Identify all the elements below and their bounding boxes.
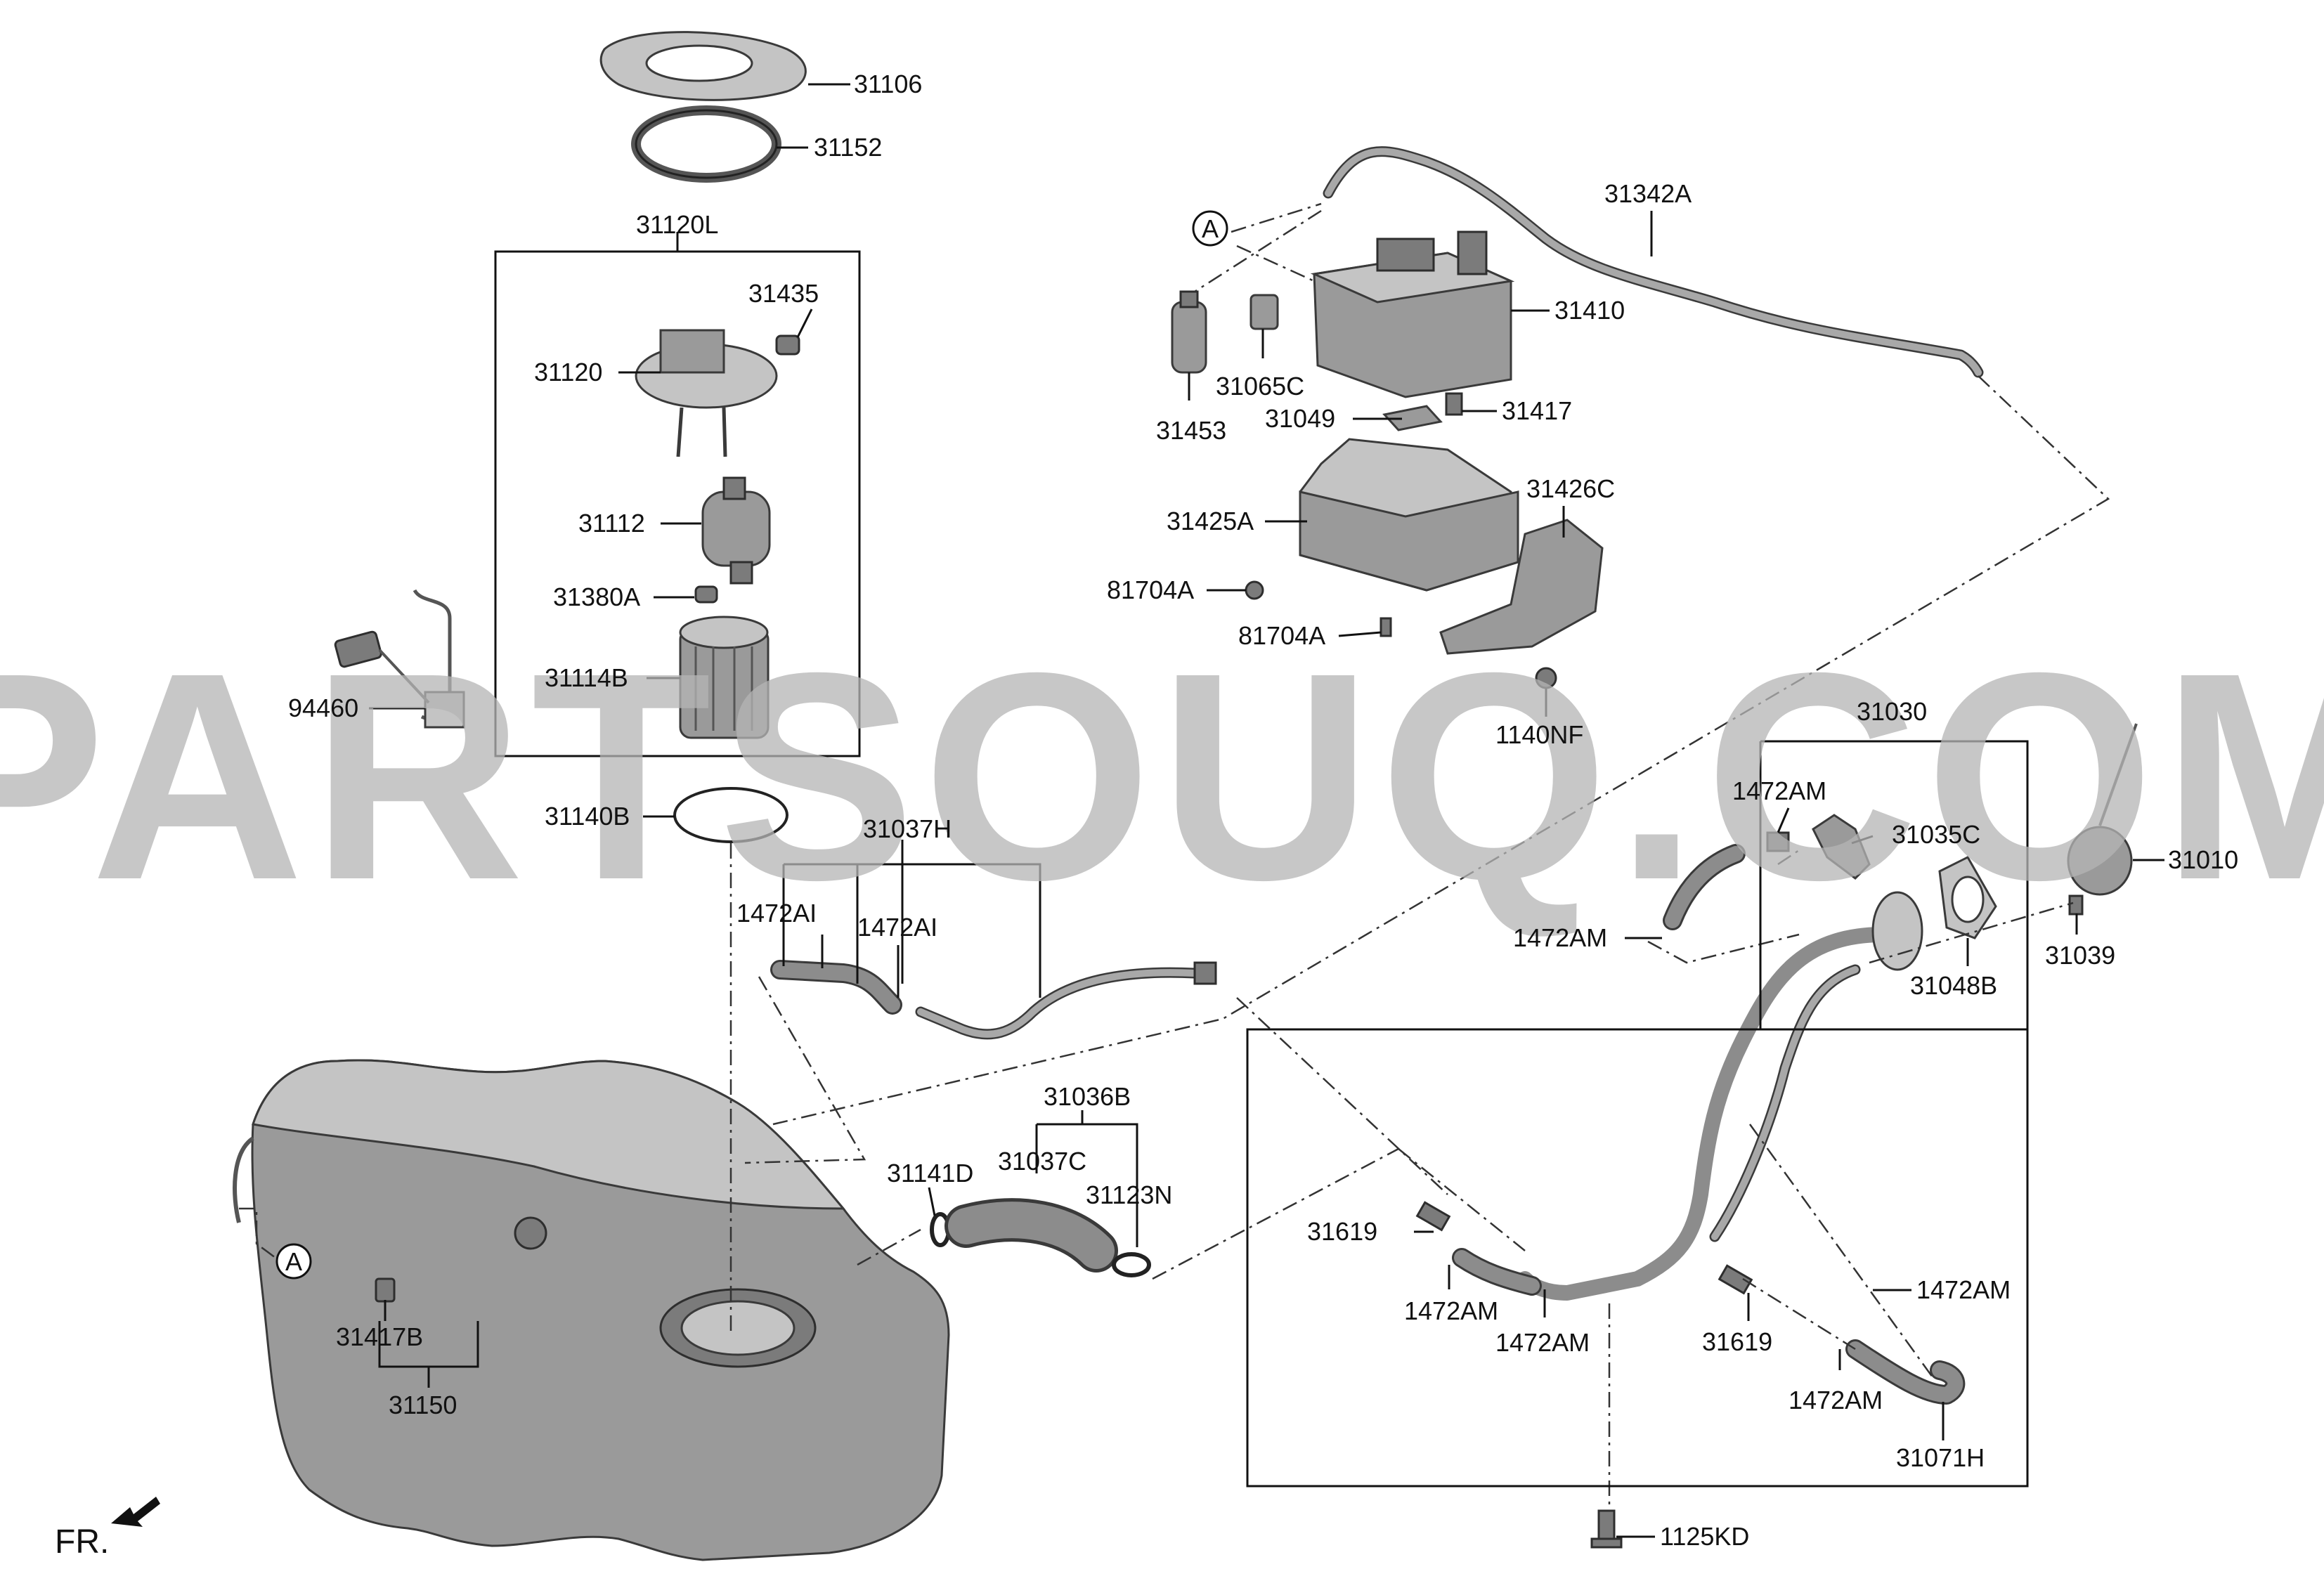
label-31039: 31039 [2045,941,2115,970]
label-31037C: 31037C [998,1147,1086,1176]
leader-lines [369,83,2164,1538]
label-31435: 31435 [748,279,819,308]
label-31417B: 31417B [336,1322,423,1351]
part-31030-filler-neck [1517,891,1923,1301]
label-31453: 31453 [1156,416,1226,445]
label-81704A-a: 81704A [1107,575,1194,604]
part-31037H-vapor-hose [770,960,1217,1040]
label-31140B: 31140B [545,802,630,831]
part-1140NF-bolt [1535,667,1557,689]
part-31049-pad [1382,405,1443,431]
part-31453-filter [1171,290,1207,374]
part-31150-fuel-tank [233,1059,950,1561]
label-1472AM-e: 1472AM [1916,1275,2011,1304]
part-31140B-o-ring [673,787,788,843]
part-31342A-vent-pipe [1323,146,1984,378]
label-31150: 31150 [389,1391,457,1419]
part-31120-pump-flange [635,329,778,457]
label-31123N: 31123N [1086,1180,1172,1209]
label-31106: 31106 [854,70,922,98]
label-31065C: 31065C [1216,372,1304,401]
part-31410-canister [1310,230,1515,398]
part-1125KD-bolt [1590,1509,1623,1549]
part-31037C-filler-hose [944,1198,1118,1273]
label-31141D: 31141D [887,1159,973,1187]
label-31037H: 31037H [863,814,952,843]
part-31035C-bracket [1812,814,1871,880]
part-31435-fitting [775,334,800,356]
part-31071H-hose [1845,1339,1966,1405]
callout-a-bottom-label: A [285,1247,302,1276]
label-1472AM-d: 1472AM [1495,1328,1590,1357]
part-31380A-filter [694,585,718,604]
part-31619-hose-b [1718,1264,1753,1295]
label-81704A-b: 81704A [1238,621,1325,650]
label-31426C: 31426C [1526,474,1615,503]
part-81704A-clip-a [1245,580,1264,600]
watermark-text: PARTSOUQ.COM [0,612,2324,942]
part-1472AM-upper-hose [1663,831,1790,930]
label-1472AI-a: 1472AI [736,899,817,928]
label-1472AM-a: 1472AM [1732,776,1826,805]
label-1472AM-b: 1472AM [1513,923,1607,952]
label-31030: 31030 [1857,697,1927,726]
label-31410: 31410 [1554,296,1625,325]
label-31425A: 31425A [1167,507,1254,535]
label-31071H: 31071H [1896,1443,1985,1472]
label-1472AI-b: 1472AI [857,913,937,942]
part-31152-lock-ring [631,105,781,183]
label-31120L: 31120L [636,210,718,239]
label-1140NF: 1140NF [1495,720,1583,749]
label-31380A: 31380A [553,583,640,611]
assembly-boxes [378,232,2029,1488]
part-31417B-plug [375,1277,396,1303]
front-arrow-icon [111,1497,160,1527]
part-31112-fuel-pump [701,476,771,585]
callout-a-bottom: A [239,1207,312,1280]
label-31120: 31120 [534,358,602,386]
label-31417: 31417 [1502,396,1572,425]
part-lower-vent-hose [1452,1248,1542,1296]
label-31036B: 31036B [1044,1082,1131,1111]
label-31048B: 31048B [1910,971,1997,1000]
part-31426C-shield [1439,519,1604,655]
label-31114B: 31114B [545,663,628,692]
label-31035C: 31035C [1892,820,1980,849]
part-31123N-clamp [1112,1252,1151,1277]
part-31065C-valve [1249,294,1279,330]
part-31048B-gasket [1938,856,1997,939]
label-1125KD: 1125KD [1660,1522,1749,1551]
label-1472AM-c: 1472AM [1404,1296,1498,1325]
label-94460: 94460 [288,694,358,722]
front-label: FR. [55,1523,109,1561]
front-direction-marker: FR. [55,1497,160,1561]
part-31114B-reservoir [679,616,770,739]
part-31010-fuel-cap [2067,723,2138,896]
part-31106-gasket [599,31,807,101]
callout-a-top: A [1192,202,1322,247]
callout-a-top-label: A [1202,214,1219,243]
part-31425A-bracket [1299,438,1519,592]
label-31619-a: 31619 [1307,1217,1377,1246]
part-94460-sender-unit [334,589,465,729]
label-31112: 31112 [578,509,645,538]
label-31049: 31049 [1265,404,1335,433]
label-31010: 31010 [2168,845,2238,874]
assembly-lines [729,209,2110,1511]
label-31152: 31152 [814,133,882,162]
part-81704A-clip-b [1380,617,1392,637]
part-31619-hose-a [1415,1201,1451,1232]
part-31417-bolt [1445,392,1463,416]
label-1472AM-f: 1472AM [1789,1386,1883,1414]
label-31342A: 31342A [1604,179,1692,208]
part-labels: 31106 31152 31120L 31435 31120 31112 313… [288,70,2238,1551]
label-31619-b: 31619 [1702,1327,1772,1356]
